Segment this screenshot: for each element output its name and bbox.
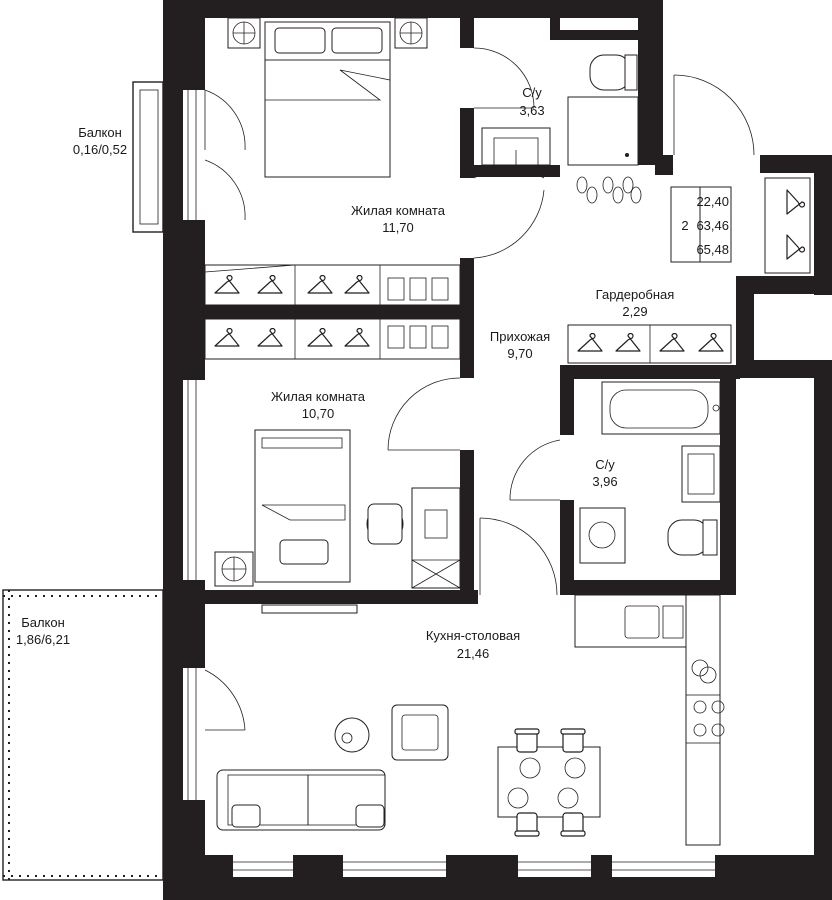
armchair-icon: [391, 704, 449, 761]
bedroom1-name: Жилая комната: [351, 203, 446, 218]
bath1-area: 3,63: [519, 103, 544, 118]
total-with-balcony: 65,48: [696, 242, 729, 257]
nightstand2-icon: [214, 551, 254, 587]
hall-name: Прихожая: [490, 329, 550, 344]
bath2-name: С/у: [595, 457, 615, 472]
bath1-name: С/у: [522, 85, 542, 100]
bath2-area: 3,96: [592, 474, 617, 489]
tv-icon: [261, 604, 358, 614]
balcony-large-name: Балкон: [21, 615, 65, 630]
washing-machine-icon: [579, 507, 626, 564]
nightstand-lamp-icon: [227, 17, 428, 49]
dining-table: [497, 728, 601, 837]
bed-icon: [264, 21, 391, 178]
balcony-large-area: 1,86/6,21: [16, 632, 70, 647]
toilet-icon: [589, 54, 638, 91]
sofa-icon: [216, 769, 386, 831]
wardrobe-area: 2,29: [622, 304, 647, 319]
bed2-icon: [254, 429, 351, 583]
bedroom1-area: 11,70: [382, 220, 414, 235]
balcony-small-area: 0,16/0,52: [73, 142, 127, 157]
office-chair-icon: [366, 503, 404, 545]
sink2-icon: [681, 445, 721, 503]
stove-icon: [685, 694, 725, 744]
walls: [163, 0, 832, 900]
doors: [204, 47, 755, 731]
toilet2-icon: [667, 519, 718, 556]
hall-area: 9,70: [507, 346, 532, 361]
kitchen-area: 21,46: [457, 646, 490, 661]
living-area: 22,40: [696, 194, 729, 209]
balcony-small-name: Балкон: [78, 125, 122, 140]
bedroom2-area: 10,70: [302, 406, 335, 421]
room-labels: Балкон 0,16/0,52 С/у 3,63 Жилая комната …: [16, 85, 729, 661]
balcony-small: [132, 81, 164, 233]
coffee-table-icon: [334, 717, 370, 753]
shoes-icon: [576, 176, 642, 204]
walk-in-wardrobe: [567, 324, 732, 364]
wardrobe-upper: [204, 264, 461, 306]
bathtub-icon: [601, 381, 721, 435]
bedroom2-name: Жилая комната: [271, 389, 366, 404]
wardrobe-lower: [204, 318, 461, 360]
bath1-fixtures: [481, 54, 639, 166]
rooms-count: 2: [681, 218, 688, 233]
desk-icon: [411, 487, 461, 589]
windows: [187, 90, 715, 871]
entrance-closet: [764, 177, 811, 274]
kitchen-name: Кухня-столовая: [426, 628, 520, 643]
shower-icon: [567, 96, 639, 166]
total-area: 63,46: [696, 218, 729, 233]
wardrobe-name: Гардеробная: [596, 287, 675, 302]
sink-icon: [481, 127, 551, 166]
summary-box: [670, 186, 732, 263]
